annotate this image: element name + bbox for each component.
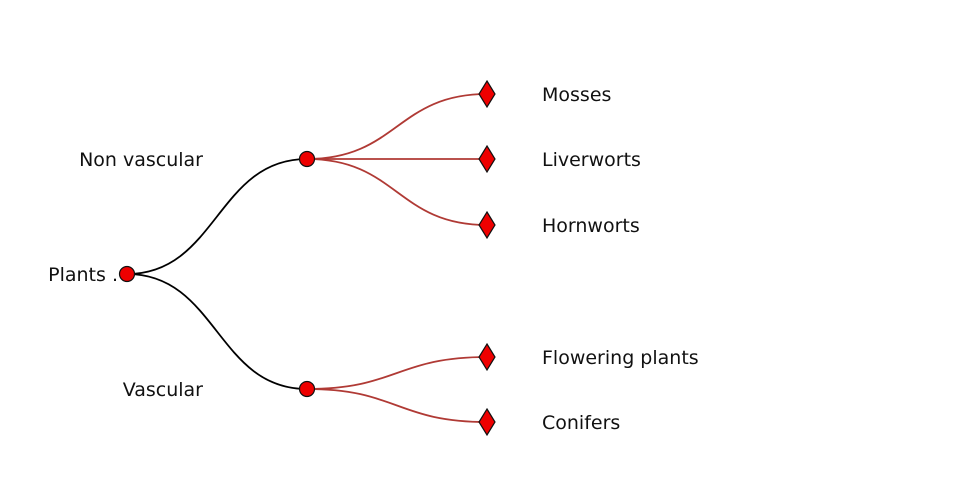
label-hornworts: Hornworts [542,215,640,237]
node-plants[interactable] [118,265,136,283]
label-non-vascular: Non vascular [79,149,203,171]
label-vascular: Vascular [123,379,203,401]
node-non-vascular[interactable] [298,150,316,168]
leaf-node-hornworts[interactable] [478,210,496,240]
label-flowering-plants: Flowering plants [542,347,699,369]
link-nonvascular-hornworts [306,158,488,226]
label-conifers: Conifers [542,412,620,434]
leaf-node-conifers[interactable] [478,407,496,437]
link-plants-vascular [126,273,308,390]
link-vascular-conifers [306,388,488,423]
link-vascular-flowering-plants [306,356,488,390]
label-mosses: Mosses [542,84,611,106]
link-nonvascular-mosses [306,93,488,160]
leaf-node-liverworts[interactable] [478,144,496,174]
leaf-node-mosses[interactable] [478,79,496,109]
label-plants: Plants . [48,264,118,286]
leaf-node-flowering-plants[interactable] [478,342,496,372]
node-vascular[interactable] [298,380,316,398]
link-plants-nonvascular [126,158,308,275]
label-liverworts: Liverworts [542,149,641,171]
